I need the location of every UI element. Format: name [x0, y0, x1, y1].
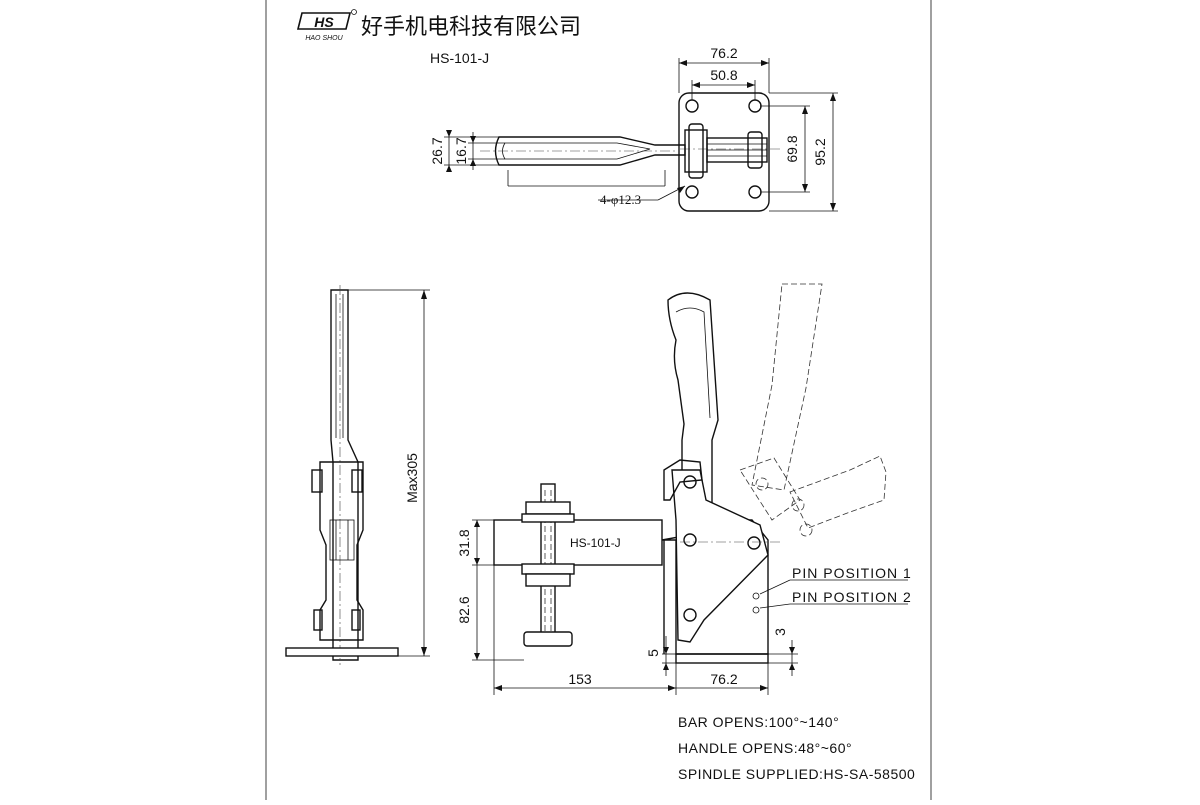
model-title: HS-101-J: [430, 50, 489, 66]
pin-position-1-hole: [752, 592, 760, 600]
dim-base-length: 76.2: [710, 671, 737, 687]
pin-position-2-label: PIN POSITION 2: [792, 589, 912, 605]
side-body: [319, 461, 364, 641]
pin-position-2-hole: [752, 606, 760, 614]
pivot-pin: [683, 475, 697, 489]
handle-open-ghost: [751, 283, 823, 491]
pivot-pin: [747, 536, 761, 550]
dim-offset: 3: [772, 628, 788, 636]
logo-subtext: HAO SHOU: [305, 35, 343, 42]
company-name: 好手机电科技有限公司: [361, 14, 581, 39]
dim-base-thickness: 5: [645, 649, 661, 657]
dim-top-height-inner: 69.8: [784, 135, 800, 162]
side-view: Max305: [285, 285, 430, 665]
dim-bar-height: 31.8: [456, 529, 472, 556]
dim-handle-inner: 16.7: [453, 137, 469, 164]
side-bolt: [311, 469, 323, 493]
bar-label: HS-101-J: [570, 536, 621, 550]
clamp-bar: [493, 519, 663, 566]
spindle-tip: [523, 631, 573, 647]
dim-spindle-height: 82.6: [456, 596, 472, 623]
pivot-pin: [683, 608, 697, 622]
front-view: HS-101-J PIN POSITION 1: [456, 283, 912, 695]
dim-top-height-outer: 95.2: [812, 138, 828, 165]
spindle-nut-lower: [521, 563, 575, 575]
top-handle: [494, 136, 686, 166]
company-logo: HS HAO SHOU: [296, 9, 357, 42]
logo-text: HS: [314, 14, 334, 30]
side-base: [285, 647, 399, 657]
dim-handle-outer: 26.7: [429, 137, 445, 164]
spindle-nut-upper: [525, 501, 571, 515]
front-base: [675, 653, 769, 664]
dim-max-height: Max305: [404, 453, 420, 503]
dim-top-width-inner: 50.8: [710, 67, 737, 83]
pivot-pin: [683, 533, 697, 547]
front-handle: [667, 292, 719, 521]
side-handle: [330, 289, 359, 661]
spec-handle-opens: HANDLE OPENS:48°~60°: [678, 740, 852, 756]
pin-position-1-label: PIN POSITION 1: [792, 565, 912, 581]
bar-open-ghost: [789, 455, 887, 529]
spec-bar-opens: BAR OPENS:100°~140°: [678, 714, 839, 730]
top-base-plate: [678, 92, 770, 212]
mount-hole: [685, 185, 699, 199]
linkage-plate: [671, 469, 769, 643]
top-view: 4-φ12.3 76.2 50.8 69.8 95.2 26.7: [429, 45, 838, 212]
dim-bar-length: 153: [568, 671, 592, 687]
holes-dimension: 4-φ12.3: [600, 192, 641, 207]
dim-top-width-outer: 76.2: [710, 45, 737, 61]
spec-spindle-supplied: SPINDLE SUPPLIED:HS-SA-58500: [678, 766, 915, 782]
